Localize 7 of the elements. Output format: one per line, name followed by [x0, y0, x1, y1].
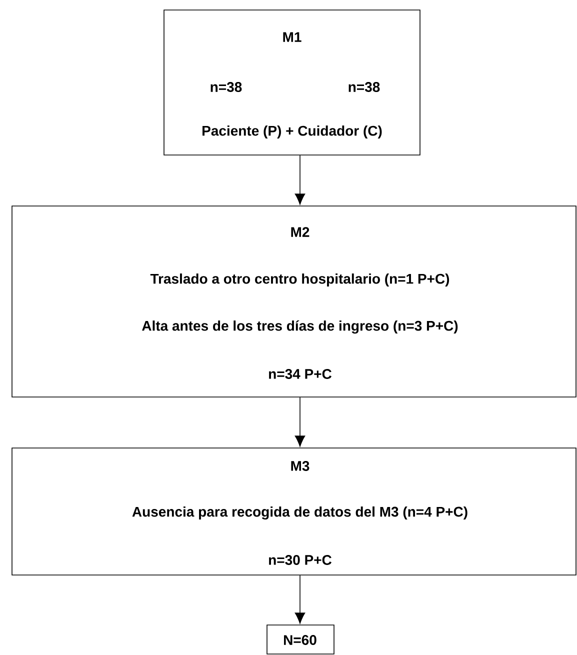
flow-box: N=60	[266, 624, 334, 654]
arrow	[294, 397, 306, 447]
flow-box: M3 Ausencia para recogida de datos del M3 (n=4 P+C) n=30 P+C	[12, 448, 576, 576]
arrow	[294, 575, 306, 624]
flow-box: M2 Traslado a otro centro hospitalario (n=1 P+C) Alta antes de los tres días de ingreso (n=3 P+C) n=34 P+C	[12, 206, 576, 398]
arrow	[294, 155, 306, 205]
flow-box: M1 n=38 n=38 Paciente (P) + Cuidador (C)	[164, 10, 420, 156]
